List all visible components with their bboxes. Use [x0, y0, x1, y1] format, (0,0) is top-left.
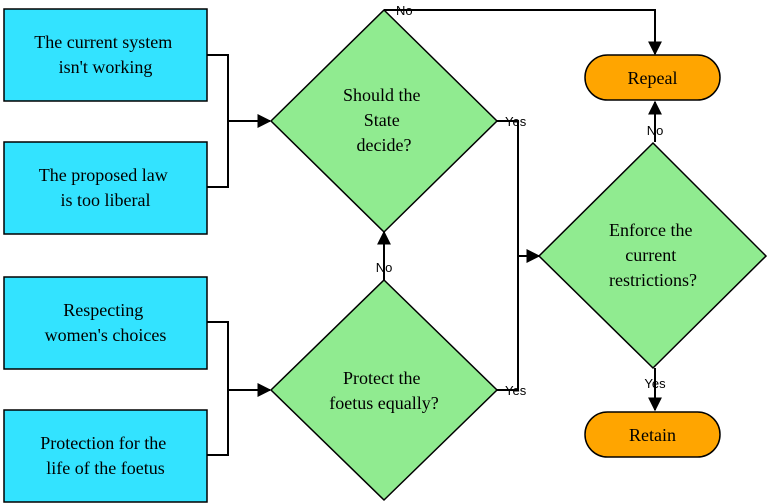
reason-foetus-protection-line-1: Protection for the — [40, 433, 166, 453]
decision-protect-foetus: Protect the foetus equally? — [269, 278, 499, 502]
connector-current-system — [207, 54, 229, 121]
decision-state-decide-text: Should the State decide? — [343, 85, 425, 155]
reason-current-system-line-1: The current system — [34, 32, 172, 52]
edge-labels: No Yes No Yes No Yes — [376, 3, 666, 398]
decision-enforce: Enforce the current restrictions? — [537, 141, 767, 370]
reason-proposed-law-text: The proposed law is too liberal — [39, 165, 172, 210]
reason-proposed-law-line-1: The proposed law — [39, 165, 168, 185]
reason-womens-choices: Respecting women's choices — [3, 276, 208, 370]
connector-proposed-law — [207, 121, 229, 188]
outcome-repeal-label: Repeal — [628, 68, 678, 88]
decision-enforce-text: Enforce the current restrictions? — [609, 220, 697, 290]
edge-label-state-yes: Yes — [505, 114, 527, 129]
decision-enforce-line-2: current — [625, 245, 676, 265]
connector-foetus-protection — [207, 390, 229, 456]
reason-foetus-protection-text: Protection for the life of the foetus — [40, 433, 170, 478]
reason-womens-choices-line-1: Respecting — [63, 300, 143, 320]
arrow-state-no — [384, 9, 662, 56]
decision-enforce-line-3: restrictions? — [609, 270, 697, 290]
outcome-retain-label: Retain — [629, 425, 676, 445]
connector-protect-yes — [497, 256, 519, 391]
decision-state-decide-shape — [269, 8, 499, 234]
edge-label-protect-yes: Yes — [505, 383, 527, 398]
decision-protect-foetus-text: Protect the foetus equally? — [329, 368, 438, 413]
edge-label-protect-no: No — [376, 260, 393, 275]
edge-label-enforce-no: No — [647, 123, 664, 138]
reason-proposed-law: The proposed law is too liberal — [3, 141, 208, 235]
reason-foetus-protection: Protection for the life of the foetus — [3, 409, 208, 503]
reason-proposed-law-box — [3, 141, 208, 235]
decision-state-decide-line-2: State — [364, 110, 400, 130]
decision-state-decide-line-3: decide? — [357, 135, 412, 155]
reason-womens-choices-text: Respecting women's choices — [45, 300, 167, 345]
connector-womens-choices — [207, 321, 229, 390]
decision-protect-foetus-line-1: Protect the — [343, 368, 420, 388]
outcome-repeal-shape — [584, 54, 721, 101]
decision-protect-foetus-shape — [269, 278, 499, 502]
edge-label-state-no: No — [396, 3, 413, 18]
reason-womens-choices-box — [3, 276, 208, 370]
outcome-repeal: Repeal — [584, 54, 721, 101]
reason-foetus-protection-box — [3, 409, 208, 503]
outcome-retain: Retain — [584, 411, 721, 458]
decision-enforce-shape — [537, 141, 767, 370]
edge-label-enforce-yes: Yes — [644, 376, 666, 391]
decision-enforce-line-1: Enforce the — [609, 220, 692, 240]
decision-state-decide-line-1: Should the — [343, 85, 421, 105]
reason-proposed-law-line-2: is too liberal — [61, 190, 151, 210]
reason-current-system: The current system isn't working — [3, 8, 208, 102]
connectors — [207, 9, 662, 456]
outcome-retain-shape — [584, 411, 721, 458]
connector-state-yes — [497, 120, 519, 256]
decision-state-decide: Should the State decide? — [269, 8, 499, 234]
reason-womens-choices-line-2: women's choices — [45, 325, 167, 345]
decision-protect-foetus-line-2: foetus equally? — [329, 393, 438, 413]
reason-current-system-box — [3, 8, 208, 102]
reason-current-system-line-2: isn't working — [59, 57, 153, 77]
reason-foetus-protection-line-2: life of the foetus — [46, 458, 164, 478]
reason-current-system-text: The current system isn't working — [34, 32, 176, 77]
